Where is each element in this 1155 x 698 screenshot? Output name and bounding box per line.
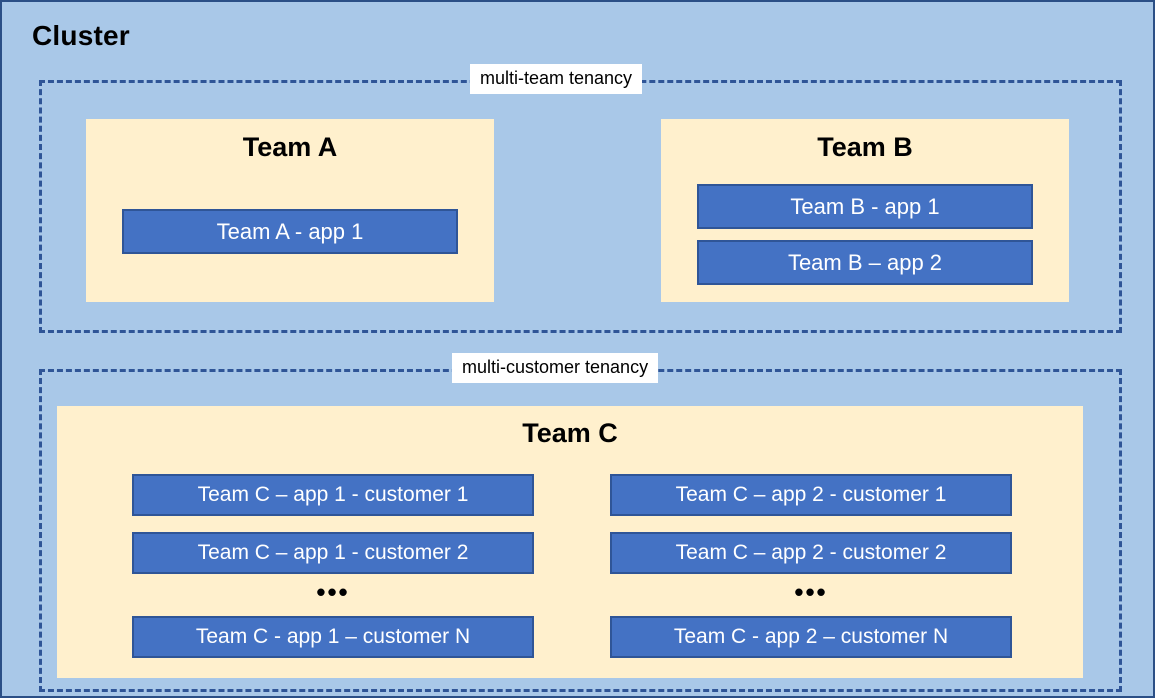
- app-box-team-c-app-1-customer-2[interactable]: Team C – app 1 - customer 2: [132, 532, 534, 574]
- ellipsis-team-c-app-2: •••: [794, 577, 828, 607]
- team-title-team-b: Team B: [817, 132, 913, 162]
- app-box-team-c-app-1-customer-n[interactable]: Team C - app 1 – customer N: [132, 616, 534, 658]
- app-box-team-c-app-2-customer-n[interactable]: Team C - app 2 – customer N: [610, 616, 1012, 658]
- app-box-team-b-app-2[interactable]: Team B – app 2: [697, 240, 1033, 285]
- team-panel-team-a: Team A Team A - app 1: [86, 119, 494, 302]
- team-panel-team-b: Team B Team B - app 1 Team B – app 2: [661, 119, 1069, 302]
- app-box-team-c-app-1-customer-1[interactable]: Team C – app 1 - customer 1: [132, 474, 534, 516]
- team-title-team-a: Team A: [242, 132, 338, 162]
- team-panel-team-c: Team C Team C – app 1 - customer 1 Team …: [57, 406, 1083, 678]
- app-box-team-c-app-2-customer-2[interactable]: Team C – app 2 - customer 2: [610, 532, 1012, 574]
- tenancy-label-multi-customer: multi-customer tenancy: [452, 353, 659, 383]
- cluster-title: Cluster: [32, 20, 130, 51]
- tenancy-label-multi-team: multi-team tenancy: [470, 64, 643, 94]
- app-box-team-c-app-2-customer-1[interactable]: Team C – app 2 - customer 1: [610, 474, 1012, 516]
- team-title-team-c: Team C: [522, 418, 618, 448]
- ellipsis-team-c-app-1: •••: [316, 577, 350, 607]
- app-box-team-b-app-1[interactable]: Team B - app 1: [697, 184, 1033, 229]
- app-box-team-a-app-1[interactable]: Team A - app 1: [122, 209, 458, 254]
